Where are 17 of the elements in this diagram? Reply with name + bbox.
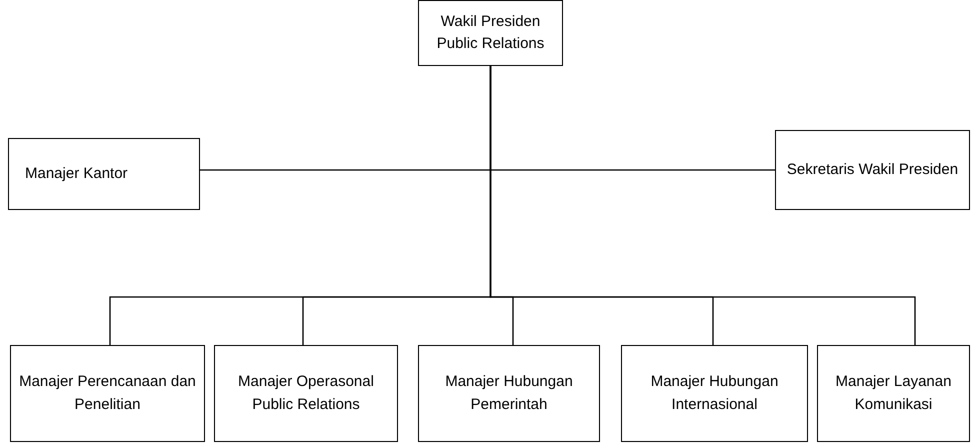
position-box	[817, 345, 970, 442]
position-title: Manajer Perencanaan dan Penelitian	[18, 372, 197, 414]
position-title: Manajer Operasonal Public Relations	[237, 372, 375, 414]
position-title: Sekretaris Wakil Presiden	[786, 160, 958, 180]
position-title: Manajer Layanan Komunikasi	[834, 372, 952, 414]
position-box	[418, 345, 600, 442]
position-box	[10, 345, 205, 442]
connector-line	[490, 66, 916, 345]
position-title: Manajer Hubungan Internasional	[650, 372, 780, 414]
position-box	[8, 138, 200, 210]
position-box	[214, 345, 398, 442]
position-title: Manajer Kantor	[25, 164, 128, 184]
position-title: Wakil Presiden Public Relations	[436, 12, 546, 54]
position-box	[418, 0, 563, 66]
position-box	[621, 345, 808, 442]
position-title: Manajer Hubungan Pemerintah	[444, 372, 574, 414]
position-box	[775, 130, 970, 210]
